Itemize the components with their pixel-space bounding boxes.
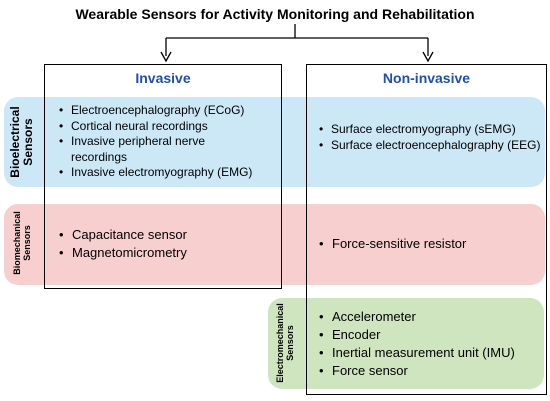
invasive-heading: Invasive: [135, 70, 191, 86]
arrow-head-non-invasive: [422, 51, 434, 63]
list-item: Accelerometer: [318, 308, 543, 326]
non-invasive-column-box: [306, 64, 547, 395]
list-item: Surface electroencephalography (EEG): [318, 138, 543, 154]
electromechanical-sensors-label: Electromechanical Sensors: [275, 303, 295, 383]
bioelectrical-sensors-label: Bioelectrical Sensors: [8, 106, 36, 178]
list-item: Force-sensitive resistor: [318, 235, 543, 253]
list-item: Cortical neural recordings: [58, 119, 280, 135]
list-item: Surface electromyography (sEMG): [318, 122, 543, 138]
bioelectrical-non-invasive-list: Surface electromyography (sEMG) Surface …: [318, 122, 543, 153]
bioelectrical-invasive-list: Electroencephalography (ECoG) Cortical n…: [58, 103, 280, 181]
list-item: Force sensor: [318, 362, 543, 380]
list-item: Invasive peripheral nerve recordings: [58, 134, 221, 165]
list-item: Electroencephalography (ECoG): [58, 103, 280, 119]
list-item: Encoder: [318, 326, 543, 344]
biomechanical-sensors-label: Biomechanical Sensors: [12, 211, 32, 275]
list-item: Invasive electromyography (EMG): [58, 165, 280, 181]
arrow-head-invasive: [160, 51, 172, 63]
list-item: Magnetomicrometry: [58, 244, 280, 262]
invasive-column-box: [44, 64, 282, 289]
diagram-title: Wearable Sensors for Activity Monitoring…: [75, 6, 475, 22]
biomechanical-non-invasive-list: Force-sensitive resistor: [318, 235, 543, 253]
electromechanical-non-invasive-list: Accelerometer Encoder Inertial measureme…: [318, 308, 543, 380]
list-item: Capacitance sensor: [58, 226, 280, 244]
biomechanical-invasive-list: Capacitance sensor Magnetomicrometry: [58, 226, 280, 262]
list-item: Inertial measurement unit (IMU): [318, 344, 543, 362]
non-invasive-heading: Non-invasive: [382, 70, 471, 86]
